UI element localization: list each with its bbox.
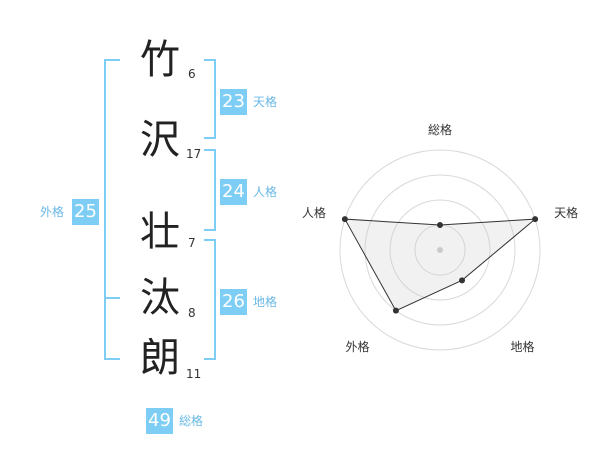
gaikaku-bracket-bottom	[104, 358, 120, 360]
tenkaku-badge: 23	[220, 89, 247, 115]
name-char-5: 朗	[140, 335, 180, 381]
stroke-count-2: 17	[186, 147, 202, 161]
stroke-count-4: 8	[188, 306, 196, 320]
name-char-4: 汰	[140, 275, 180, 321]
soukaku-label: 総格	[179, 414, 204, 428]
gaikaku-bracket-line	[104, 59, 106, 360]
tenkaku-label: 天格	[253, 95, 278, 109]
radar-ring-3	[364, 174, 516, 326]
gaikaku-bracket-mid	[104, 297, 120, 299]
name-char-3: 壮	[140, 209, 180, 255]
stroke-count-1: 6	[188, 67, 196, 81]
radar-point-3	[392, 307, 399, 314]
name-char-1: 竹	[140, 37, 180, 83]
chikaku-bracket-top	[204, 239, 216, 241]
radar-series	[341, 216, 539, 314]
radar-axis-label-3: 外格	[345, 339, 369, 354]
radar-point-0	[437, 222, 443, 228]
name-char-2: 沢	[140, 117, 180, 163]
radar-center	[437, 247, 443, 253]
tenkaku-bracket-line	[214, 59, 216, 139]
chikaku-bracket-line	[214, 239, 216, 360]
stroke-count-5: 11	[186, 367, 202, 381]
chikaku-badge: 26	[220, 289, 247, 315]
chikaku-label: 地格	[253, 295, 278, 309]
jinkaku-label: 人格	[253, 185, 278, 199]
gaikaku-bracket-top	[104, 59, 120, 61]
radar-point-4	[341, 216, 348, 223]
soukaku-badge: 49	[146, 408, 173, 434]
gaikaku-label: 外格	[40, 205, 65, 219]
jinkaku-bracket-top	[204, 149, 216, 151]
radar-axis-label-0: 総格	[428, 122, 452, 137]
radar-axis-label-2: 地格	[511, 339, 535, 354]
radar-axis-label-4: 人格	[302, 205, 326, 220]
tenkaku-bracket-bottom	[204, 137, 216, 139]
gaikaku-badge: 25	[72, 199, 99, 225]
radar-point-2	[459, 277, 466, 284]
tenkaku-bracket-top	[204, 59, 216, 61]
jinkaku-bracket-bottom	[204, 229, 216, 231]
radar-ring-2	[389, 199, 491, 301]
radar-axis-label-1: 天格	[554, 205, 578, 220]
jinkaku-bracket-line	[214, 149, 216, 231]
radar-polygon	[344, 218, 537, 312]
jinkaku-badge: 24	[220, 179, 247, 205]
radar-point-1	[532, 216, 539, 223]
stroke-count-3: 7	[188, 236, 196, 250]
chikaku-bracket-bottom	[204, 358, 216, 360]
